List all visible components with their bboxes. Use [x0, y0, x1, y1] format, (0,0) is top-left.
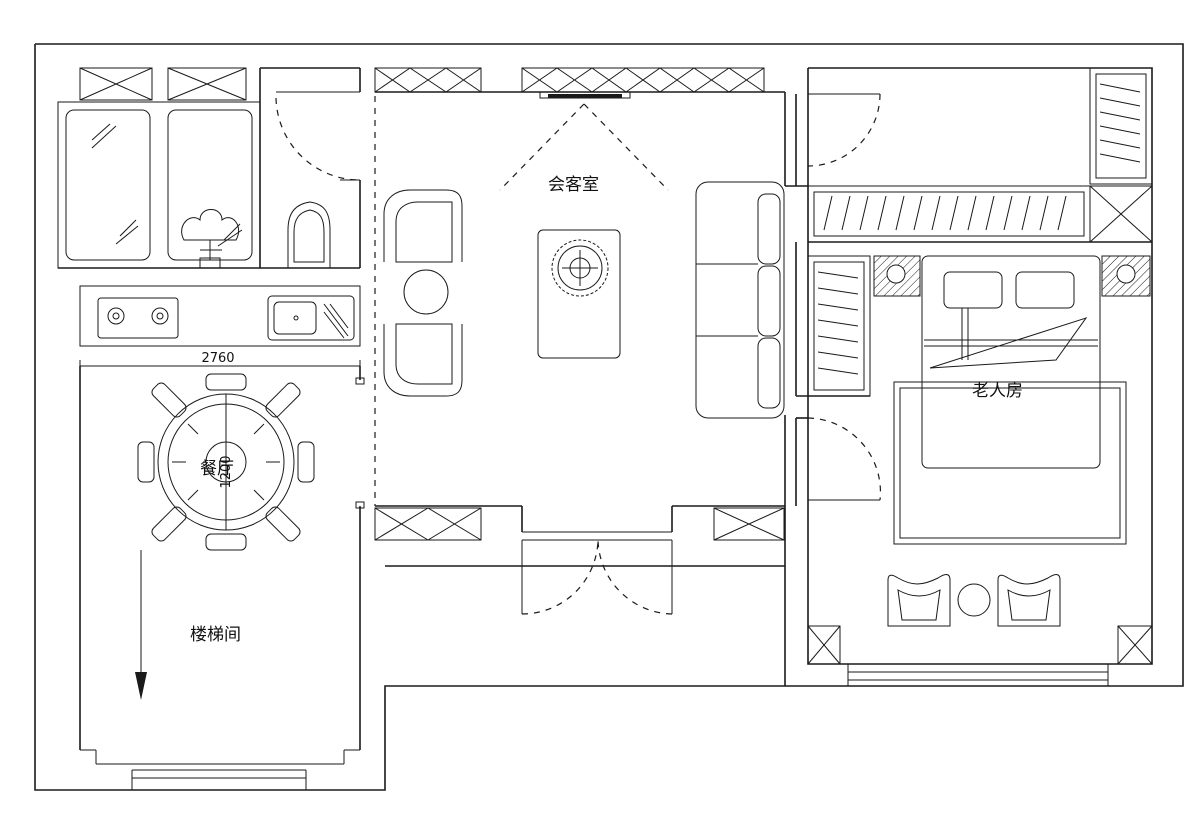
armchair-top	[383, 189, 463, 263]
table-dimension: 1200	[219, 455, 234, 488]
room-label-dining: 餐厅	[200, 459, 234, 479]
sink-icon	[267, 295, 355, 341]
water-dispenser-icon	[287, 201, 331, 269]
projector-icon	[499, 91, 669, 191]
stair-direction-arrow	[135, 550, 147, 700]
lounge-chair-left	[887, 574, 951, 627]
elderly-room-area: 老人房	[795, 67, 1153, 686]
round-dining-table	[137, 373, 315, 551]
room-label-stairwell: 楼梯间	[190, 625, 241, 645]
counter-dimension: 2760	[201, 351, 234, 366]
exterior-walls	[34, 43, 1184, 791]
sofa	[695, 181, 785, 419]
stove-icon	[97, 297, 179, 339]
coffee-table	[537, 229, 621, 359]
lounge-chair-right	[997, 574, 1061, 627]
room-label-elderly: 老人房	[972, 381, 1023, 401]
living-room-area: 会客室	[374, 67, 808, 615]
kitchen-area: 2760	[57, 67, 361, 372]
dining-stairwell-area: 餐厅 1200 楼梯间	[79, 366, 361, 790]
double-bed	[893, 255, 1127, 545]
armchair-bottom	[383, 323, 463, 397]
plant-icon	[181, 209, 240, 269]
room-label-living: 会客室	[548, 175, 599, 195]
lounge-side-table	[957, 583, 991, 617]
side-table	[403, 269, 449, 315]
